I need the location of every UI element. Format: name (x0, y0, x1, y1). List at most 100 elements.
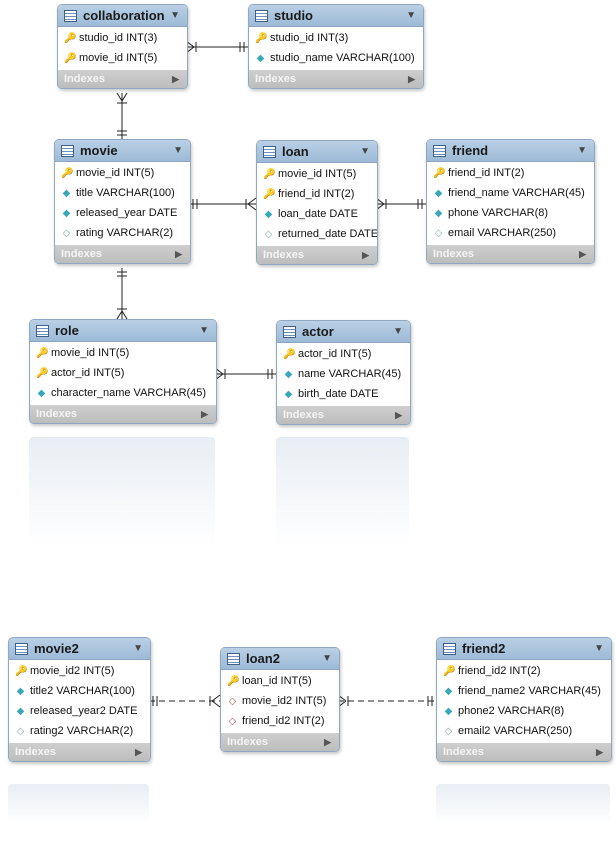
column-row[interactable]: 🔑actor_id INT(5) (30, 363, 216, 383)
chevron-down-icon[interactable]: ▼ (322, 653, 332, 664)
column-row[interactable]: 🔑studio_id INT(3) (58, 28, 187, 48)
column-row[interactable]: 🔑movie_id INT(5) (257, 164, 377, 184)
indexes-section[interactable]: Indexes▶ (55, 245, 190, 263)
indexes-section[interactable]: Indexes▶ (427, 245, 594, 263)
key-icon: 🔑 (227, 675, 240, 687)
chevron-down-icon[interactable]: ▼ (133, 643, 143, 654)
indexes-label: Indexes (15, 746, 56, 758)
column-row[interactable]: ◇email2 VARCHAR(250) (437, 721, 611, 741)
chevron-down-icon[interactable]: ▼ (360, 146, 370, 157)
chevron-down-icon[interactable]: ▼ (393, 326, 403, 337)
key-icon: 🔑 (263, 168, 276, 180)
column-row[interactable]: ◆phone VARCHAR(8) (427, 203, 594, 223)
indexes-section[interactable]: Indexes▶ (221, 733, 339, 751)
column-row[interactable]: ◆birth_date DATE (277, 384, 410, 404)
column-row[interactable]: ◇friend_id2 INT(2) (221, 711, 339, 731)
table-header[interactable]: movie▼ (55, 140, 190, 162)
column-row[interactable]: 🔑friend_id INT(2) (257, 184, 377, 204)
link-loan2-friend2 (337, 694, 436, 708)
table-actor[interactable]: actor▼🔑actor_id INT(5)◆name VARCHAR(45)◆… (276, 320, 411, 425)
indexes-section[interactable]: Indexes▶ (277, 406, 410, 424)
column-label: friend_name VARCHAR(45) (448, 187, 585, 199)
hollow-diamond-icon: ◇ (16, 725, 25, 737)
column-row[interactable]: ◇email VARCHAR(250) (427, 223, 594, 243)
column-row[interactable]: ◆title VARCHAR(100) (55, 183, 190, 203)
chevron-right-icon[interactable]: ▶ (135, 746, 142, 757)
chevron-down-icon[interactable]: ▼ (406, 10, 416, 21)
table-studio[interactable]: studio▼🔑studio_id INT(3)◆studio_name VAR… (248, 4, 424, 89)
filled-diamond-icon: ◆ (256, 52, 265, 64)
table-loan[interactable]: loan▼🔑movie_id INT(5)🔑friend_id INT(2)◆l… (256, 140, 378, 265)
column-row[interactable]: ◆released_year DATE (55, 203, 190, 223)
column-row[interactable]: ◇rating2 VARCHAR(2) (9, 721, 150, 741)
column-row[interactable]: 🔑friend_id2 INT(2) (437, 661, 611, 681)
column-row[interactable]: 🔑movie_id INT(5) (55, 163, 190, 183)
table-role[interactable]: role▼🔑movie_id INT(5)🔑actor_id INT(5)◆ch… (29, 319, 217, 424)
chevron-down-icon[interactable]: ▼ (173, 145, 183, 156)
key-icon: 🔑 (433, 167, 446, 179)
chevron-right-icon[interactable]: ▶ (395, 409, 402, 420)
column-row[interactable]: ◆friend_name2 VARCHAR(45) (437, 681, 611, 701)
indexes-section[interactable]: Indexes▶ (30, 405, 216, 423)
column-row[interactable]: 🔑movie_id INT(5) (58, 48, 187, 68)
table-header[interactable]: studio▼ (249, 5, 423, 27)
table-friend2[interactable]: friend2▼🔑friend_id2 INT(2)◆friend_name2 … (436, 637, 612, 762)
table-loan2[interactable]: loan2▼🔑loan_id INT(5)◇movie_id2 INT(5)◇f… (220, 647, 340, 752)
chevron-right-icon[interactable]: ▶ (596, 746, 603, 757)
column-row[interactable]: ◆name VARCHAR(45) (277, 364, 410, 384)
table-header[interactable]: movie2▼ (9, 638, 150, 660)
chevron-right-icon[interactable]: ▶ (324, 736, 331, 747)
column-row[interactable]: ◆loan_date DATE (257, 204, 377, 224)
column-row[interactable]: ◇movie_id2 INT(5) (221, 691, 339, 711)
filled-diamond-icon: ◆ (434, 187, 443, 199)
table-friend[interactable]: friend▼🔑friend_id INT(2) ◆ friend_name VAR… (426, 139, 595, 264)
column-row[interactable]: 🔑movie_id2 INT(5) (9, 661, 150, 681)
column-row[interactable]: ◆phone2 VARCHAR(8) (437, 701, 611, 721)
table-header[interactable]: role▼ (30, 320, 216, 342)
chevron-right-icon[interactable]: ▶ (579, 248, 586, 259)
chevron-right-icon[interactable]: ▶ (175, 248, 182, 259)
table-movie[interactable]: movie▼🔑movie_id INT(5)◆title VARCHAR(100… (54, 139, 191, 264)
key-icon: 🔑 (283, 348, 296, 360)
column-row[interactable]: ◆released_year2 DATE (9, 701, 150, 721)
chevron-down-icon[interactable]: ▼ (577, 145, 587, 156)
column-row[interactable]: ◆title2 VARCHAR(100) (9, 681, 150, 701)
chevron-down-icon[interactable]: ▼ (594, 643, 604, 654)
table-collaboration[interactable]: collaboration▼🔑studio_id INT(3)🔑movie_id… (57, 4, 188, 89)
column-row[interactable]: 🔑studio_id INT(3) (249, 28, 423, 48)
column-row[interactable]: 🔑friend_id INT(2) (427, 163, 594, 183)
indexes-section[interactable]: Indexes▶ (58, 70, 187, 88)
key-icon: 🔑 (64, 52, 77, 64)
table-header[interactable]: loan▼ (257, 141, 377, 163)
indexes-section[interactable]: Indexes▶ (249, 70, 423, 88)
column-row[interactable]: 🔑actor_id INT(5) (277, 344, 410, 364)
chevron-right-icon[interactable]: ▶ (172, 73, 179, 84)
column-label: actor_id INT(5) (51, 367, 125, 379)
chevron-down-icon[interactable]: ▼ (199, 325, 209, 336)
chevron-right-icon[interactable]: ▶ (362, 249, 369, 260)
column-row[interactable]: ◆studio_name VARCHAR(100) (249, 48, 423, 68)
indexes-section[interactable]: Indexes▶ (437, 743, 611, 761)
chevron-right-icon[interactable]: ▶ (408, 73, 415, 84)
red-diamond-icon: ◇ (228, 695, 237, 707)
table-header[interactable]: friend2▼ (437, 638, 611, 660)
column-row[interactable]: 🔑loan_id INT(5) (221, 671, 339, 691)
chevron-down-icon[interactable]: ▼ (170, 10, 180, 21)
table-movie2[interactable]: movie2▼🔑movie_id2 INT(5)◆title2 VARCHAR(… (8, 637, 151, 762)
column-row[interactable]: ◇returned_date DATE (257, 224, 377, 244)
column-row[interactable]: 🔑movie_id INT(5) (30, 343, 216, 363)
column-label: email VARCHAR(250) (448, 227, 556, 239)
key-icon: 🔑 (263, 188, 276, 200)
table-header[interactable]: collaboration▼ (58, 5, 187, 27)
column-row[interactable]: ◆character_name VARCHAR(45) (30, 383, 216, 403)
indexes-section[interactable]: Indexes ▶ (9, 743, 150, 761)
column-row[interactable]: ◇rating VARCHAR(2) (55, 223, 190, 243)
column-label: friend_id INT(2) (278, 188, 355, 200)
table-header[interactable]: actor▼ (277, 321, 410, 343)
indexes-section[interactable]: Indexes▶ (257, 246, 377, 264)
chevron-right-icon[interactable]: ▶ (201, 408, 208, 419)
filled-diamond-icon: ◆ (444, 705, 453, 717)
table-header[interactable]: loan2▼ (221, 648, 339, 670)
column-row[interactable]: ◆ friend_name VARCHAR(45) (427, 183, 594, 203)
table-header[interactable]: friend▼ (427, 140, 594, 162)
